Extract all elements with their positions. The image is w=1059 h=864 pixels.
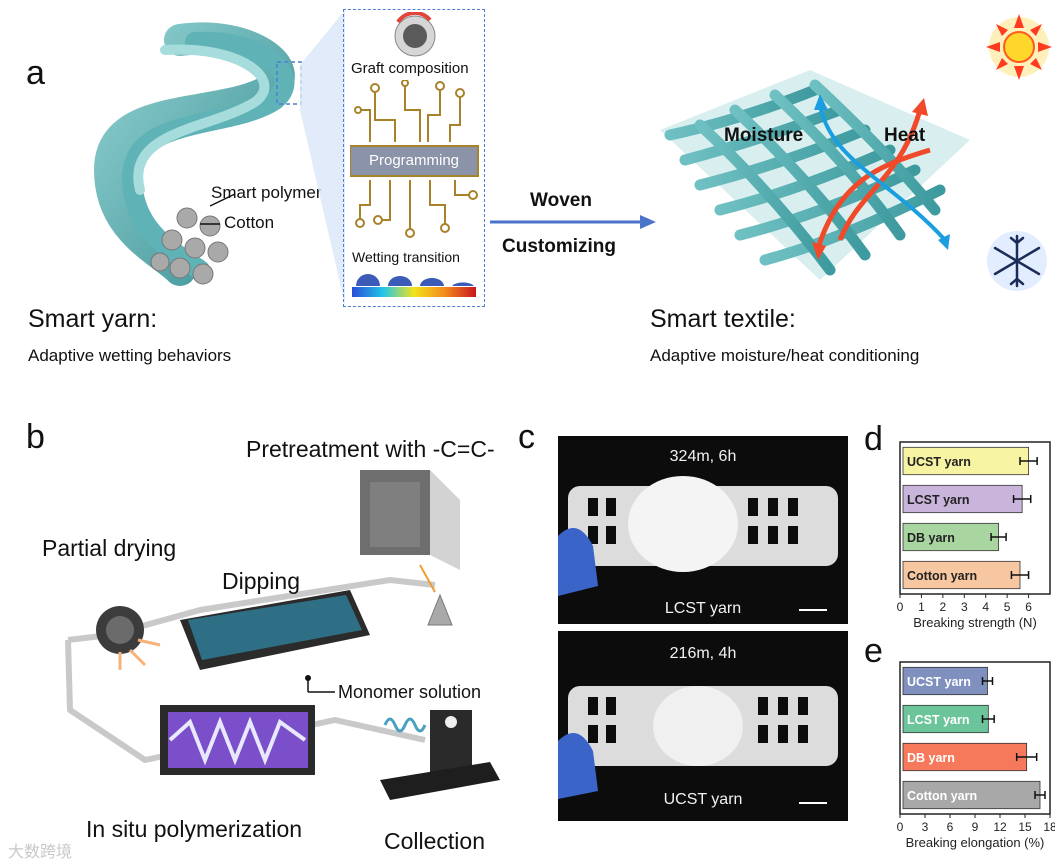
graft-knob-icon <box>394 12 436 57</box>
circuit-icon <box>350 80 479 238</box>
x-tick-label: 6 <box>1025 600 1032 614</box>
dipping-label: Dipping <box>222 568 300 594</box>
x-tick-label: 3 <box>961 600 968 614</box>
ucst-caption: 216m, 4h <box>669 645 737 662</box>
panel-a-letter: a <box>26 54 45 92</box>
lcst-yarn-label: LCST yarn <box>664 600 742 617</box>
bar <box>902 446 1029 476</box>
partial-drying-label: Partial drying <box>42 535 177 561</box>
scale-bar <box>799 802 827 804</box>
x-axis-title: Breaking strength (N) <box>913 615 1037 630</box>
bar <box>902 522 999 552</box>
woven-label: Woven <box>530 190 592 211</box>
x-tick-label: 15 <box>1018 820 1032 834</box>
smart-polymer-label: Smart polymer <box>211 183 322 202</box>
smart-textile-subtitle: Adaptive moisture/heat conditioning <box>650 346 920 365</box>
lcst-spool-image <box>558 476 838 596</box>
process-schematic <box>65 470 500 800</box>
bar <box>902 780 1041 810</box>
ucst-yarn-label: UCST yarn <box>663 791 743 808</box>
ucst-yarn-photo: 216m, 4h UCST yarn <box>558 631 848 821</box>
bar-label: DB yarn <box>907 751 955 765</box>
woven-arrow-icon <box>490 215 656 229</box>
x-tick-label: 4 <box>982 600 989 614</box>
scale-bar <box>799 609 827 611</box>
pretreatment-label: Pretreatment with -C=C- <box>246 436 495 462</box>
customizing-label: Customizing <box>502 236 616 257</box>
x-axis-title: Breaking elongation (%) <box>906 835 1045 850</box>
moisture-label: Moisture <box>724 125 804 146</box>
smart-textile-title: Smart textile: <box>650 305 796 333</box>
smart-yarn-subtitle: Adaptive wetting behaviors <box>28 346 232 365</box>
x-tick-label: 0 <box>897 600 904 614</box>
panel-c-letter: c <box>518 418 535 456</box>
collection-label: Collection <box>384 828 485 854</box>
wetting-gradient-bar <box>352 274 476 297</box>
x-tick-label: 1 <box>918 600 925 614</box>
programming-box <box>343 9 485 307</box>
zoom-wedge <box>300 10 345 305</box>
smart-textile-illustration <box>660 70 970 280</box>
sun-icon <box>986 14 1052 80</box>
bar <box>902 742 1028 772</box>
x-tick-label: 5 <box>1004 600 1011 614</box>
bar <box>902 560 1021 590</box>
x-tick-label: 2 <box>940 600 947 614</box>
bar <box>902 704 989 734</box>
bar-label: Cotton yarn <box>907 569 977 583</box>
x-tick-label: 12 <box>993 820 1007 834</box>
in-situ-polymerization-label: In situ polymerization <box>86 816 303 842</box>
cotton-label: Cotton <box>224 213 275 232</box>
bar-label: LCST yarn <box>907 493 970 507</box>
bar-label: Cotton yarn <box>907 789 977 803</box>
graft-composition-label: Graft composition <box>351 60 469 77</box>
x-tick-label: 6 <box>947 820 954 834</box>
smart-yarn-illustration <box>93 22 302 286</box>
lcst-caption: 324m, 6h <box>669 448 737 465</box>
panel-e-letter: e <box>864 632 883 670</box>
x-tick-label: 3 <box>922 820 929 834</box>
lcst-yarn-photo: 324m, 6h LCST yarn <box>558 436 848 624</box>
smart-yarn-title: Smart yarn: <box>28 305 158 333</box>
bar-label: UCST yarn <box>907 675 971 689</box>
panel-b-letter: b <box>26 418 45 456</box>
bar-label: UCST yarn <box>907 455 971 469</box>
x-tick-label: 9 <box>972 820 979 834</box>
ucst-spool-image <box>558 686 838 799</box>
panel-d-letter: d <box>864 420 883 458</box>
programming-label: Programming <box>368 152 460 169</box>
x-tick-label: 18 <box>1043 820 1055 834</box>
watermark: 大数跨境 <box>8 844 73 861</box>
bar-label: LCST yarn <box>907 713 970 727</box>
bar-label: DB yarn <box>907 531 955 545</box>
monomer-solution-label: Monomer solution <box>338 682 482 702</box>
snowflake-icon <box>987 231 1047 291</box>
bar <box>902 666 988 696</box>
x-tick-label: 0 <box>897 820 904 834</box>
heat-label: Heat <box>884 125 926 146</box>
wetting-transition-label: Wetting transition <box>352 249 460 265</box>
